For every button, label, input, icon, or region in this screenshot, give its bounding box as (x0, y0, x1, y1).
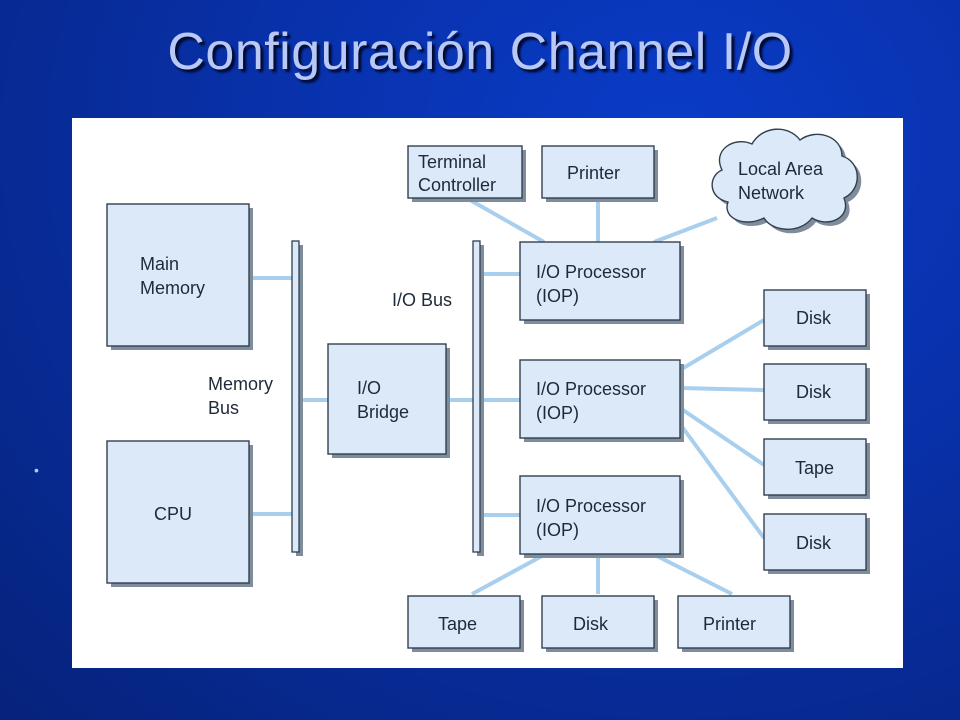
iop-3-box: I/O Processor (IOP) (519, 475, 684, 558)
terminal-controller-label-2: Controller (418, 175, 496, 195)
connection-lines (250, 198, 766, 596)
line-iop2-to-tape (678, 406, 766, 467)
iop-2-label-2: (IOP) (536, 403, 579, 423)
line-terminal-to-iop1 (469, 198, 545, 244)
disk-1-box: Disk (763, 289, 870, 350)
slide-title: Configuración Channel I/O (167, 23, 793, 81)
line-iop2-to-disk2 (679, 386, 765, 392)
line-iop3-to-tape (471, 554, 543, 596)
disk-1-label: Disk (796, 308, 832, 328)
iop-3-label-1: I/O Processor (536, 496, 646, 516)
disk-3-label: Disk (796, 533, 832, 553)
cpu-label: CPU (154, 504, 192, 524)
io-bridge-box: I/O Bridge (327, 343, 450, 458)
printer-top-label: Printer (567, 163, 620, 183)
printer-bottom-label: Printer (703, 614, 756, 634)
iop-2-box: I/O Processor (IOP) (519, 359, 684, 442)
tape-bottom-label: Tape (438, 614, 477, 634)
iop-1-label-2: (IOP) (536, 286, 579, 306)
channel-io-diagram: Main Memory CPU Memory Bus I/O Bridge I/… (106, 128, 870, 652)
disk-bottom-label: Disk (573, 614, 609, 634)
diagram-panel: Main Memory CPU Memory Bus I/O Bridge I/… (72, 118, 903, 668)
memory-bus-label-2: Bus (208, 398, 239, 418)
memory-bus-label-1: Memory (208, 374, 273, 394)
disk-2-label: Disk (796, 382, 832, 402)
cpu-box: CPU (106, 440, 253, 587)
memory-bus-bar (291, 240, 303, 556)
line-iop3-to-printer (656, 554, 733, 596)
lan-label-1: Local Area (738, 159, 824, 179)
tape-bottom-box: Tape (407, 595, 524, 652)
io-bridge-label-1: I/O (357, 378, 381, 398)
line-lan-to-iop1 (653, 216, 718, 244)
bullet-marker: • (34, 462, 39, 478)
printer-bottom-box: Printer (677, 595, 794, 652)
io-bridge-label-2: Bridge (357, 402, 409, 422)
iop-1-label-1: I/O Processor (536, 262, 646, 282)
lan-cloud: Local Area Network (711, 128, 862, 234)
disk-3-box: Disk (763, 513, 870, 574)
line-iop2-to-disk3 (678, 422, 766, 540)
main-memory-box: Main Memory (106, 203, 253, 350)
main-memory-label-2: Memory (140, 278, 205, 298)
printer-top-box: Printer (541, 145, 658, 202)
io-bus-label: I/O Bus (392, 290, 452, 310)
terminal-controller-box: Terminal Controller (407, 145, 526, 202)
tape-right-box: Tape (763, 438, 870, 499)
lan-label-2: Network (738, 183, 805, 203)
disk-bottom-box: Disk (541, 595, 658, 652)
iop-1-box: I/O Processor (IOP) (519, 241, 684, 324)
main-memory-label-1: Main (140, 254, 179, 274)
disk-2-box: Disk (763, 363, 870, 424)
tape-right-label: Tape (795, 458, 834, 478)
line-iop2-to-disk1 (678, 318, 766, 372)
io-bus-bar (472, 240, 484, 556)
terminal-controller-label-1: Terminal (418, 152, 486, 172)
iop-2-label-1: I/O Processor (536, 379, 646, 399)
iop-3-label-2: (IOP) (536, 520, 579, 540)
